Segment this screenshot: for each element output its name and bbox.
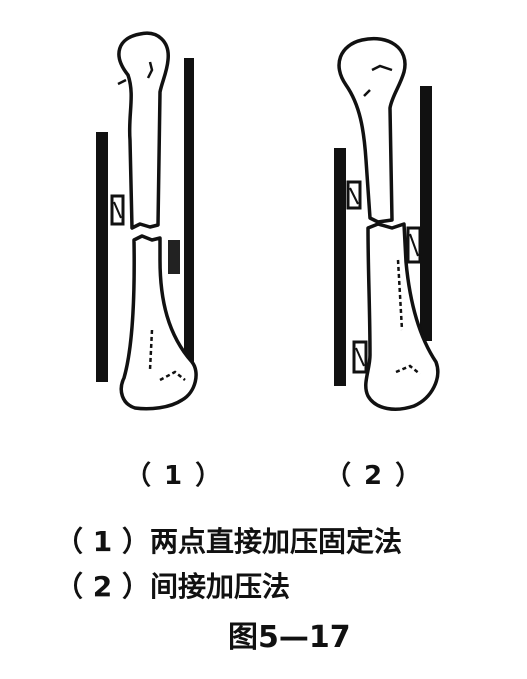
panel-2-label: （ 2 ） [325, 455, 423, 492]
panel-2-right-splint [420, 86, 432, 341]
caption-method-1: （ 1 ）两点直接加压固定法 [55, 520, 402, 560]
panel-1-upper-bone-fragment [119, 33, 168, 228]
panel-2-drawing [334, 39, 438, 410]
caption-method-2: （ 2 ）间接加压法 [55, 565, 290, 605]
panel-1-drawing [96, 33, 196, 408]
figure-number: 图5—17 [228, 612, 351, 656]
panel-1-right-splint [184, 58, 194, 373]
panel-1-label: （ 1 ） [125, 455, 223, 492]
panel-2-left-splint [334, 148, 346, 386]
panel-1-right-pad [168, 240, 180, 274]
fracture-fixation-diagram [0, 0, 527, 460]
panel-1-left-splint [96, 132, 108, 382]
